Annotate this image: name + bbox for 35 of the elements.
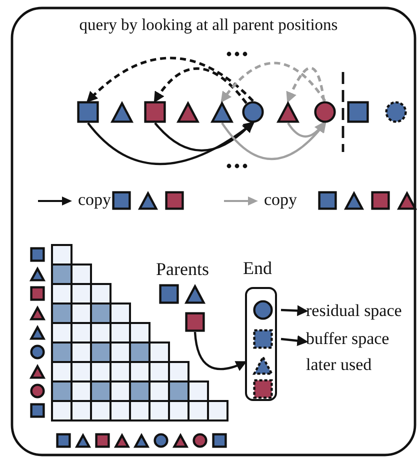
arrow <box>286 66 326 104</box>
triangle-marker <box>111 101 133 123</box>
circle-marker <box>314 101 336 123</box>
square-marker <box>253 329 273 349</box>
arrow <box>154 121 254 152</box>
section-label: Parents <box>156 260 209 279</box>
annotation-text: buffer space later used <box>306 326 402 378</box>
square-marker <box>185 312 205 332</box>
arrow <box>154 67 248 104</box>
arrow <box>87 122 255 166</box>
legend-text: copy <box>78 190 112 209</box>
arrow <box>280 305 308 316</box>
circle-marker <box>253 300 273 320</box>
arrow <box>194 332 248 371</box>
triangle-marker <box>185 284 205 304</box>
triangle-marker <box>277 101 299 123</box>
arrow <box>280 335 308 346</box>
arrow <box>86 56 254 103</box>
arrow <box>221 121 326 160</box>
annotation-text: residual space <box>306 298 414 324</box>
square-marker <box>253 379 273 399</box>
triangle-marker <box>253 355 273 375</box>
circle-marker <box>242 101 264 123</box>
circle-marker <box>385 101 407 123</box>
title: query by looking at all parent positions <box>78 15 339 34</box>
square-marker <box>77 101 99 123</box>
arrow <box>287 121 326 138</box>
triangle-marker <box>177 101 199 123</box>
square-marker <box>144 101 166 123</box>
arrow <box>220 62 326 103</box>
square-marker <box>347 101 369 123</box>
square-marker <box>159 284 179 304</box>
legend-text: copy <box>264 190 298 209</box>
container-heading: End <box>243 259 272 278</box>
triangle-marker <box>211 101 233 123</box>
